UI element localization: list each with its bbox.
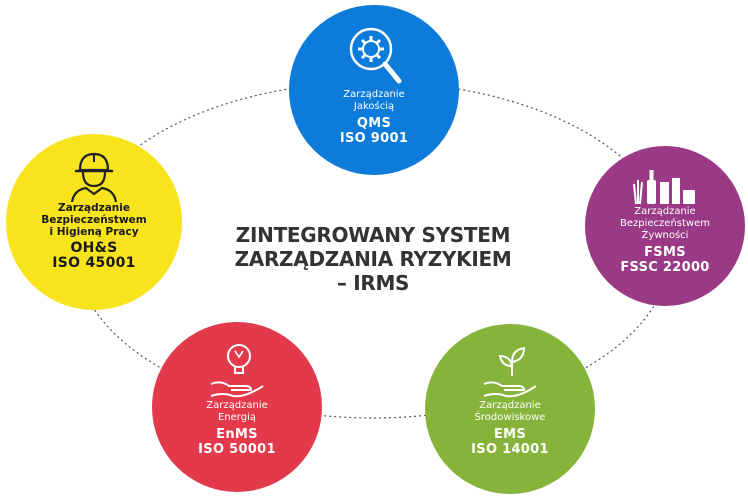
node-standard: ISO 9001: [339, 131, 409, 146]
lightbulb-hand-icon: [210, 344, 264, 398]
magnifier-gear-icon: [349, 27, 402, 84]
node-abbreviation: OH&S: [70, 240, 118, 256]
node-ohs: Zarządzanie Bezpieczeństwem i Higieną Pr…: [6, 134, 182, 310]
node-label: Zarządzanie Jakością: [343, 89, 405, 112]
node-fsms: Zarządzanie Bezpieczeństwem Żywności FSM…: [585, 146, 745, 306]
worker-helmet-icon: [70, 152, 118, 202]
node-standard: FSSC 22000: [620, 260, 710, 275]
node-ems: Zarządzanie Środowiskowe EMS ISO 14001: [425, 324, 595, 494]
title-line-3: – IRMS: [336, 271, 410, 295]
node-abbreviation: EnMS: [216, 427, 258, 442]
node-label: Zarządzanie Energią: [206, 400, 268, 423]
node-abbreviation: FSMS: [644, 245, 686, 260]
node-standard: ISO 50001: [198, 442, 276, 457]
node-label: Zarządzanie Bezpieczeństwem i Higieną Pr…: [41, 202, 147, 238]
node-label: Zarządzanie Bezpieczeństwem Żywności: [620, 206, 710, 241]
food-products-icon: [633, 170, 695, 205]
title-line-1: ZINTEGROWANY SYSTEM: [235, 223, 511, 247]
node-qms: Zarządzanie Jakością QMS ISO 9001: [289, 5, 459, 175]
node-standard: ISO 14001: [471, 442, 549, 457]
node-label: Zarządzanie Środowiskowe: [474, 400, 546, 423]
sprout-hand-icon: [483, 346, 537, 398]
node-enms: Zarządzanie Energią EnMS ISO 50001: [152, 322, 322, 492]
title-line-2: ZARZĄDZANIA RYZYKIEM: [234, 247, 512, 271]
node-abbreviation: QMS: [356, 116, 392, 131]
diagram-title: ZINTEGROWANY SYSTEM ZARZĄDZANIA RYZYKIEM…: [218, 223, 528, 295]
node-abbreviation: EMS: [493, 427, 527, 442]
node-standard: ISO 45001: [52, 255, 136, 271]
